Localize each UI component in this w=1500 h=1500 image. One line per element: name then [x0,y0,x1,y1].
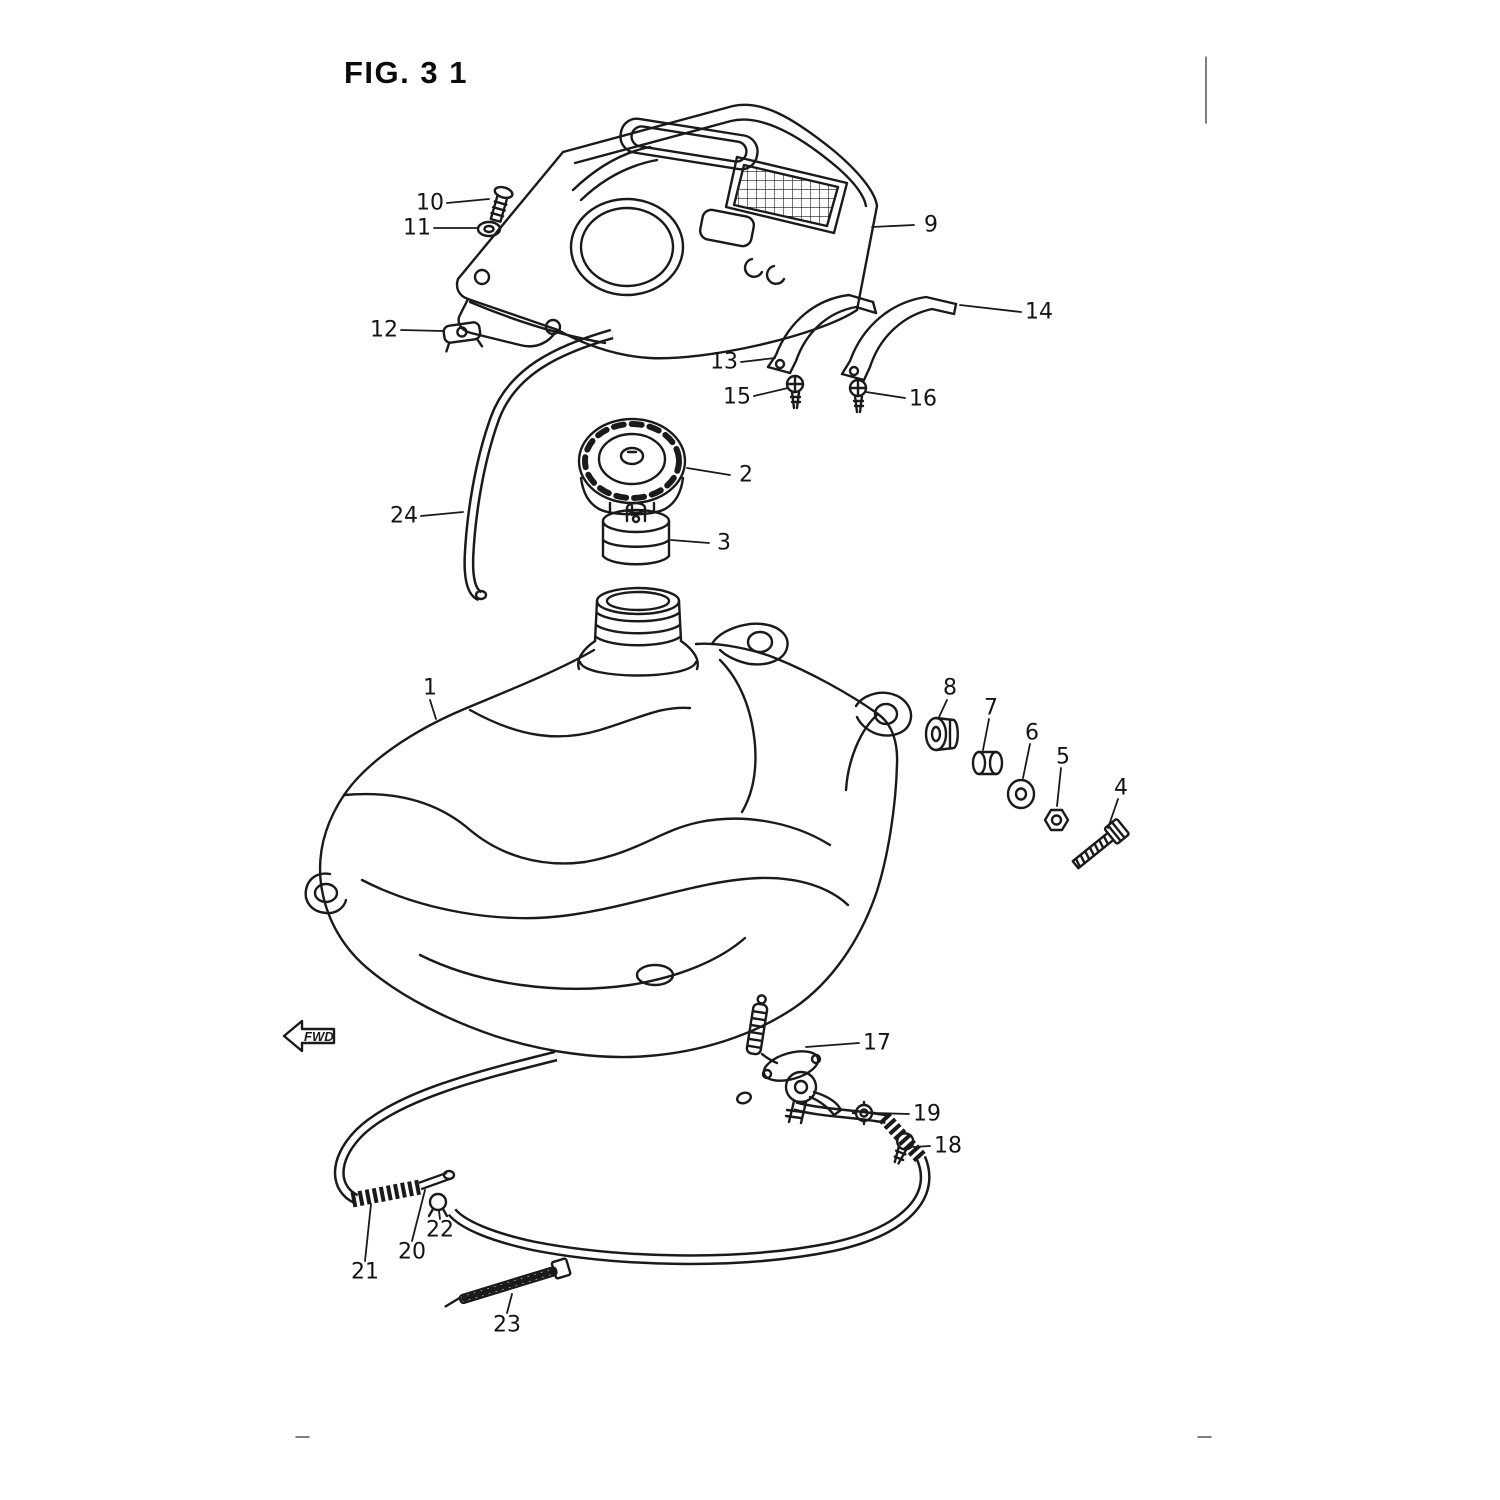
part-callout-3: 3 [717,530,731,556]
bracket-13 [766,293,878,375]
screw-15 [785,374,805,410]
cable-tie-23 [444,1257,572,1308]
washer-6 [1006,778,1036,810]
hose-clamp-22 [427,1192,449,1218]
part-callout-10: 10 [416,190,444,216]
part-callout-4: 4 [1114,775,1128,801]
fuel-hose [333,1050,931,1266]
part-callout-13: 13 [710,349,738,375]
part-callout-22: 22 [426,1217,454,1243]
grommet-8 [924,716,959,752]
part-callout-2: 2 [739,462,753,488]
screw-10 [489,185,514,223]
leader-lines [364,198,1119,1314]
cap-valve [601,501,671,566]
part-callout-20: 20 [398,1239,426,1265]
part-callout-19: 19 [913,1101,941,1127]
screw-16 [848,378,868,414]
nut-5 [1043,808,1070,832]
clamp-bracket-12 [442,321,484,353]
part-callout-6: 6 [1025,720,1039,746]
screw-18 [893,1132,915,1165]
part-callout-11: 11 [403,215,431,241]
part-callout-8: 8 [943,675,957,701]
part-callout-15: 15 [723,384,751,410]
scan-artifacts [295,56,1212,1438]
fuel-cap [577,417,687,517]
part-callout-24: 24 [390,503,418,529]
filler-neck [577,586,699,671]
part-callout-18: 18 [934,1133,962,1159]
fwd-marker: FWD [282,1019,336,1053]
fuel-tank [304,622,913,1059]
fwd-label: FWD [304,1029,334,1044]
tank-cover [455,103,879,360]
fuel-cock [736,994,843,1125]
washer-11 [476,220,502,238]
part-callout-5: 5 [1056,744,1070,770]
figure-title: FIG. 3 1 [344,55,468,90]
part-callout-16: 16 [909,386,937,412]
part-callout-12: 12 [370,317,398,343]
lock-washer-19 [851,1100,877,1126]
bolt-4 [1071,818,1130,870]
part-callout-14: 14 [1025,299,1053,325]
bracket-14 [840,295,958,382]
part-callout-7: 7 [984,695,998,721]
part-callout-17: 17 [863,1030,891,1056]
part-callout-21: 21 [351,1259,379,1285]
part-callout-1: 1 [423,675,437,701]
vent-hose [463,328,614,602]
part-callout-23: 23 [493,1312,521,1338]
spacer-7 [971,750,1004,776]
part-callout-9: 9 [924,212,938,238]
